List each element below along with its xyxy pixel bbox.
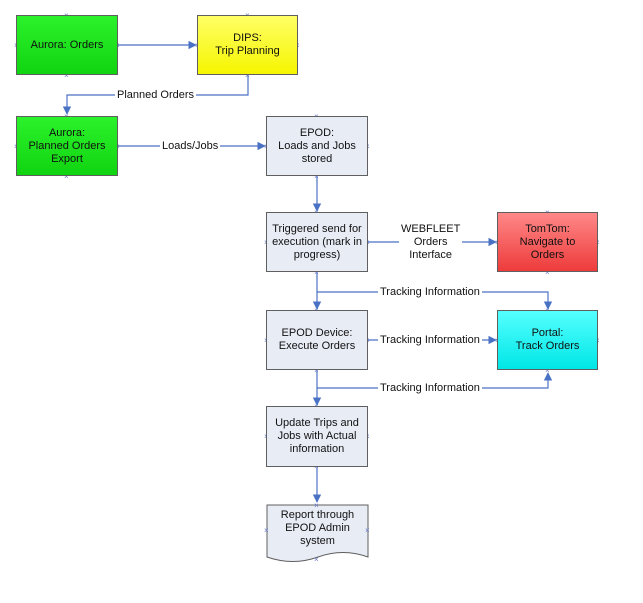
svg-text:×: × <box>545 268 550 277</box>
node-portal-track-orders: Portal: Track Orders <box>497 310 598 370</box>
svg-text:×: × <box>314 501 319 510</box>
svg-text:×: × <box>245 71 250 80</box>
node-dips-trip-planning: DIPS: Trip Planning <box>197 15 298 75</box>
node-aurora-orders: Aurora: Orders <box>16 15 118 75</box>
node-update-trips-jobs: Update Trips and Jobs with Actual inform… <box>266 406 368 467</box>
edge-label-tracking-3: Tracking Information <box>378 382 482 395</box>
node-aurora-planned-orders-export: Aurora: Planned Orders Export <box>16 116 118 176</box>
svg-text:×: × <box>314 366 319 375</box>
edge-label-tracking-1: Tracking Information <box>378 286 482 299</box>
svg-text:×: × <box>314 268 319 277</box>
edge-label-tracking-2: Tracking Information <box>378 334 482 347</box>
edge-label-planned-orders: Planned Orders <box>115 89 197 102</box>
svg-text:×: × <box>314 172 319 181</box>
svg-text:×: × <box>545 366 550 375</box>
node-triggered-send: Triggered send for execution (mark in pr… <box>266 212 368 272</box>
svg-text:×: × <box>264 526 269 535</box>
node-report-epod-admin: Report through EPOD Admin system <box>280 508 355 547</box>
svg-text:×: × <box>365 526 370 535</box>
svg-text:×: × <box>314 555 319 564</box>
node-epod-loads-jobs-stored: EPOD: Loads and Jobs stored <box>266 116 368 176</box>
report-document-shape <box>266 504 369 562</box>
edge-label-webfleet-interface: WEBFLEET Orders Interface <box>399 223 463 262</box>
edge-label-loads-jobs: Loads/Jobs <box>160 140 221 153</box>
svg-text:×: × <box>64 71 69 80</box>
svg-text:×: × <box>64 172 69 181</box>
connection-point-markers: ×××× ×××× ×××× ×××× ×××× ×××× ×××× ×××× … <box>14 11 600 564</box>
node-epod-device-execute: EPOD Device: Execute Orders <box>266 310 368 370</box>
node-tomtom-navigate: TomTom: Navigate to Orders <box>497 212 598 272</box>
